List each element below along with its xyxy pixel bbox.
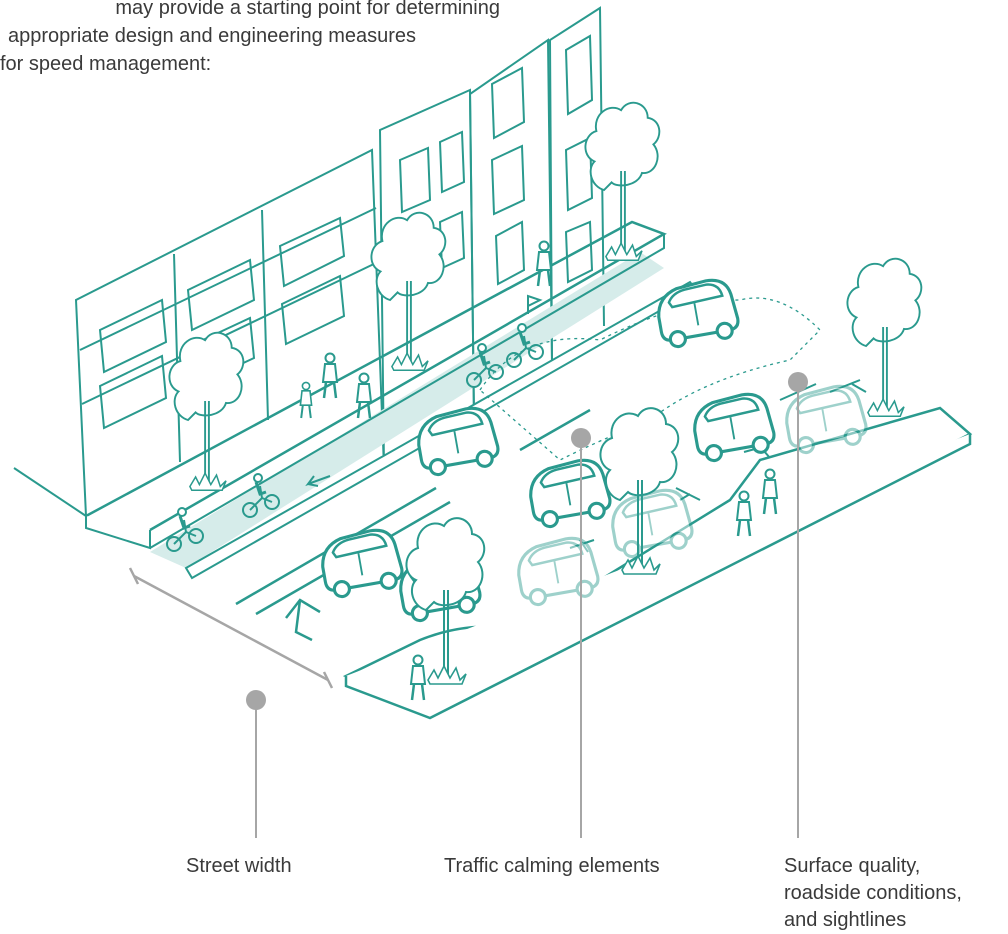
- intro-line-1: may provide a starting point for determi…: [115, 0, 500, 19]
- car-3: [316, 524, 407, 601]
- pedestrian-4: [535, 240, 553, 288]
- callout-surface-quality: [788, 372, 808, 838]
- tree-1: [168, 331, 245, 492]
- car-6: [688, 388, 779, 465]
- callout-traffic-calming: [571, 428, 591, 838]
- callout-street-width: [246, 690, 266, 838]
- caption-traffic-calming: Traffic calming elements: [444, 855, 660, 877]
- car-1: [652, 274, 743, 351]
- left-building: [13, 148, 385, 517]
- street-width-bracket: [128, 567, 334, 689]
- tree-3: [584, 101, 661, 262]
- caption-surface-line-3: and sightlines: [784, 909, 907, 931]
- pedestrian-3: [299, 381, 313, 420]
- pedestrian-1: [321, 352, 339, 400]
- caption-street-width: Street width: [186, 855, 292, 877]
- street-illustration: [13, 6, 973, 838]
- caption-surface-line-1: Surface quality,: [784, 855, 921, 877]
- intro-text: may provide a starting point for determi…: [0, 0, 500, 78]
- intro-line-3: for speed management:: [0, 53, 212, 75]
- tree-6: [846, 257, 923, 418]
- caption-surface-quality: Surface quality, roadside conditions, an…: [784, 853, 1008, 934]
- cargo-bike: [505, 294, 545, 369]
- car-5: [524, 454, 615, 531]
- intro-line-2: appropriate design and engineering measu…: [8, 25, 417, 47]
- pedestrian-2: [355, 372, 373, 420]
- caption-surface-line-2: roadside conditions,: [784, 882, 962, 904]
